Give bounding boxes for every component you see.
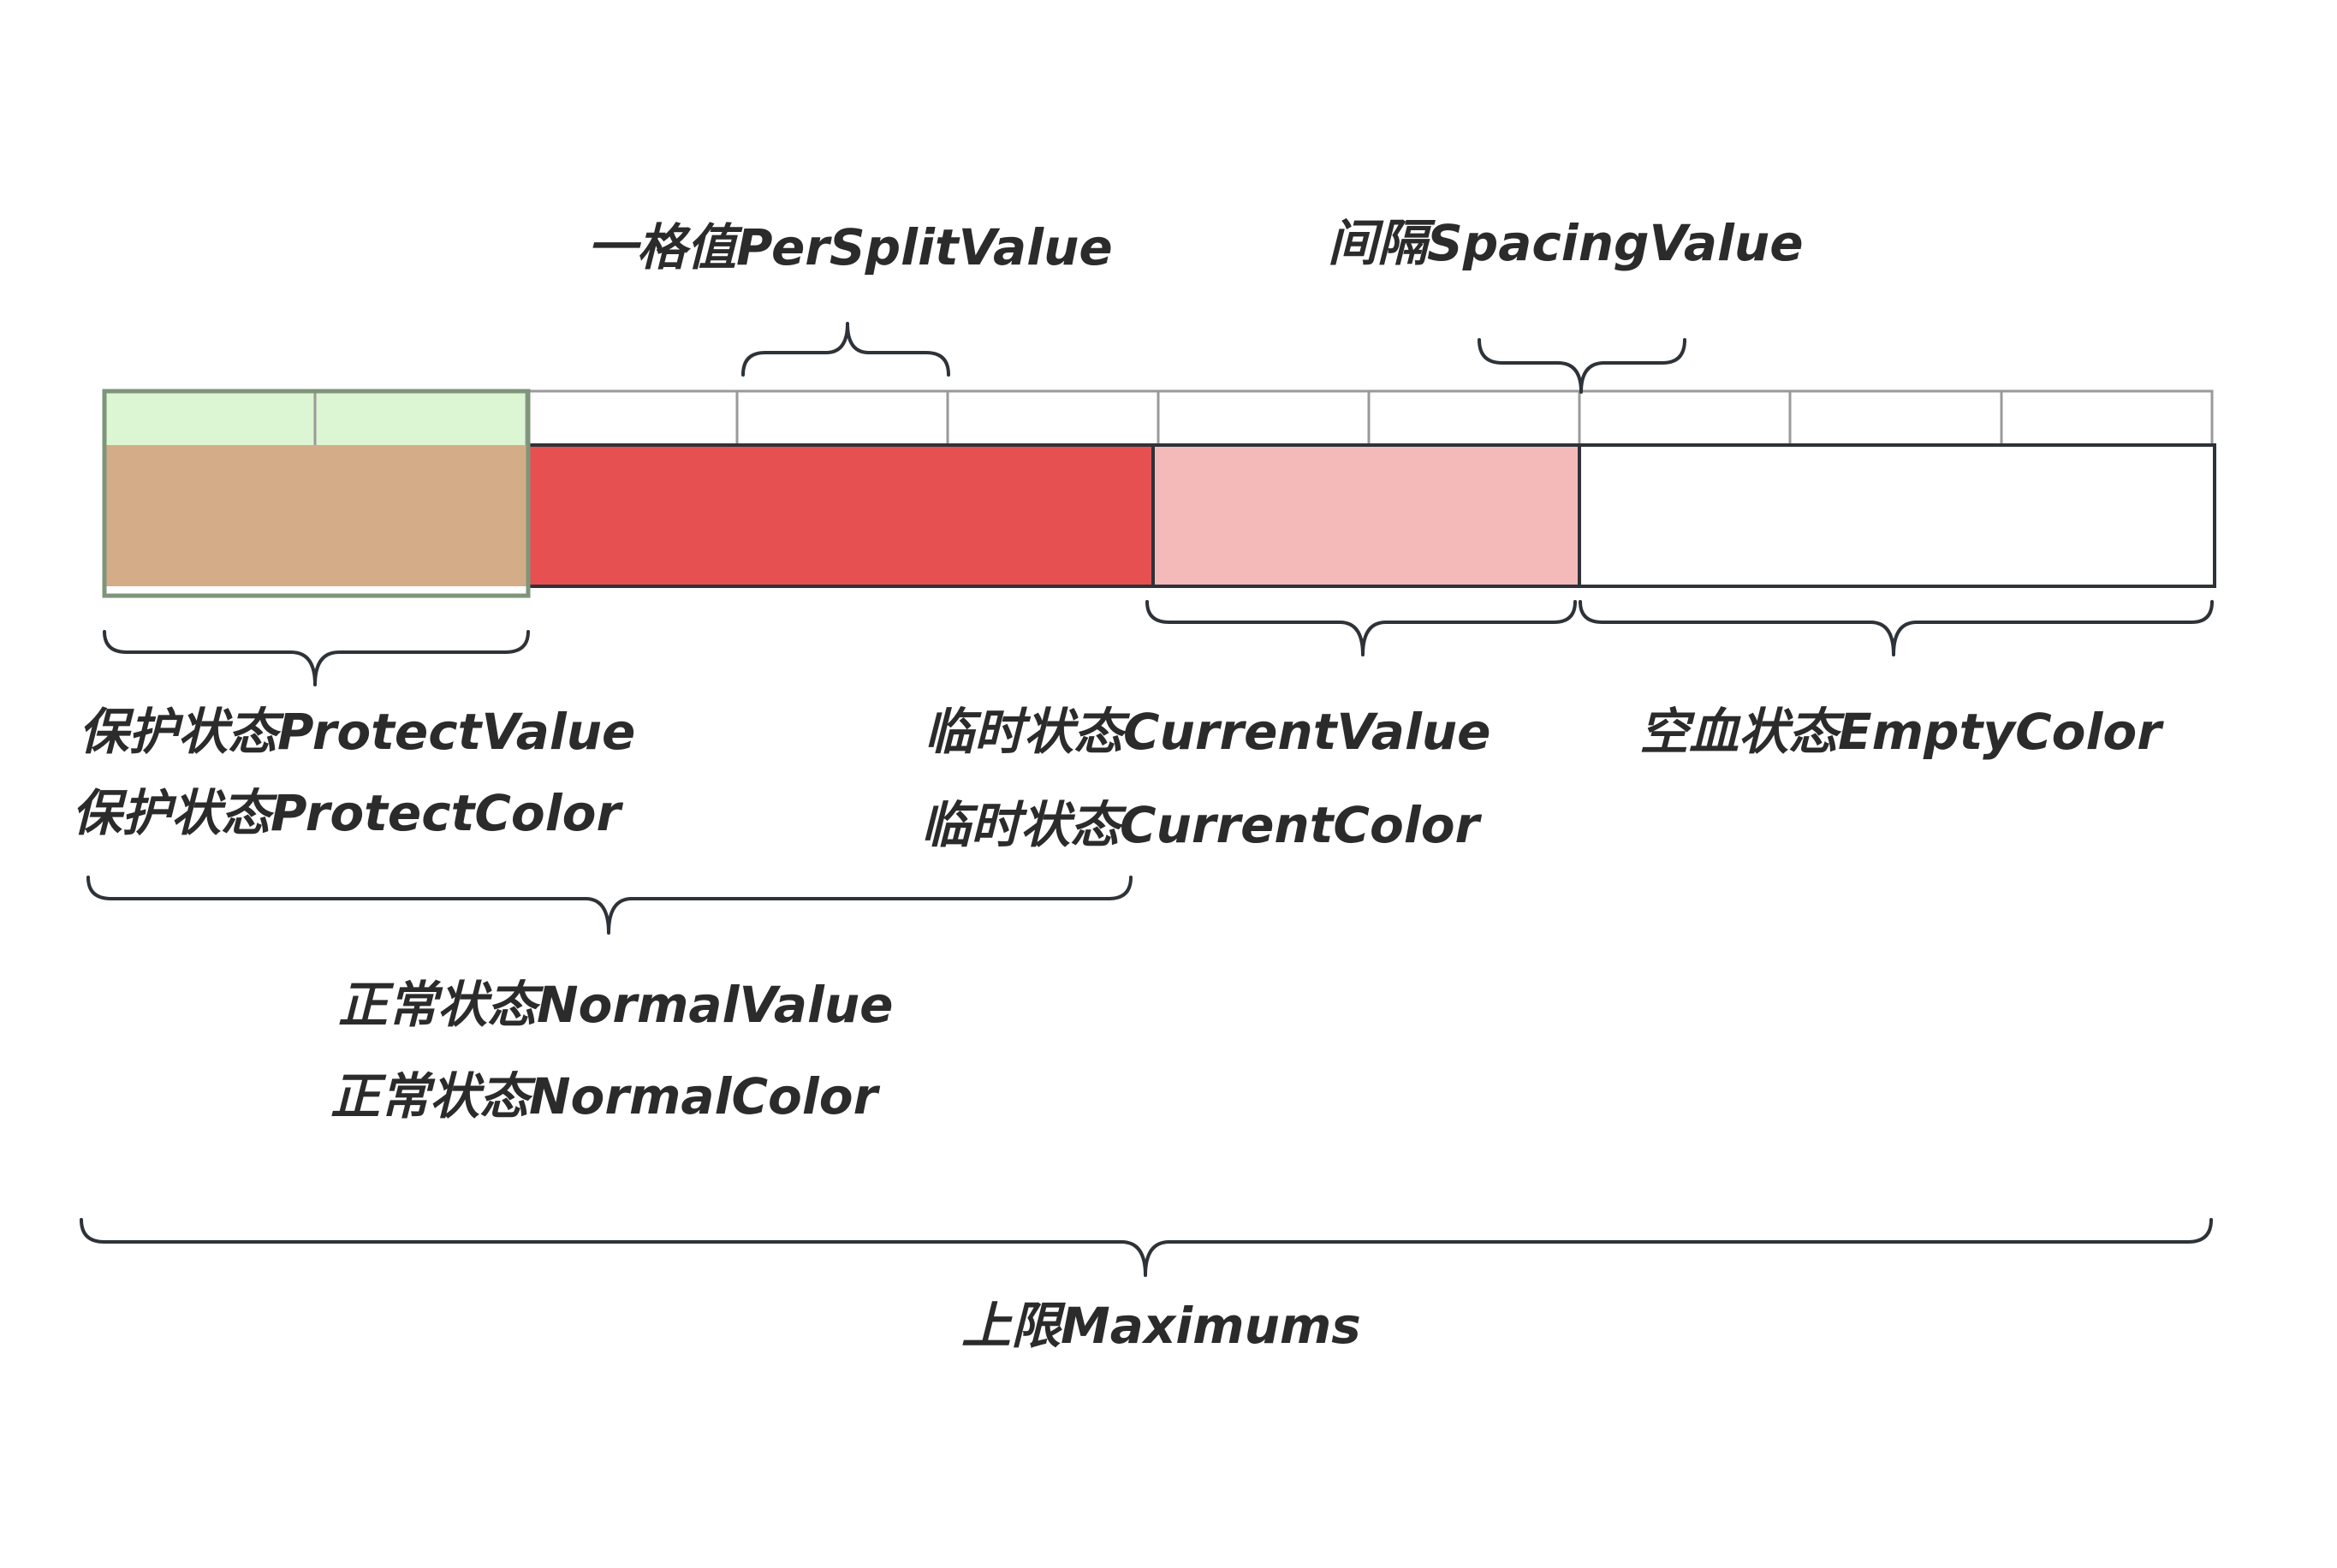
normal-segment bbox=[528, 445, 1153, 586]
per-split-brace bbox=[741, 322, 950, 377]
normal-value-label: 正常状态NormalValue bbox=[338, 976, 894, 1034]
per-split-value-label: 一格值PerSplitValue bbox=[587, 218, 1113, 276]
split-grid bbox=[103, 389, 2214, 447]
empty-segment bbox=[1579, 445, 2215, 586]
empty-brace bbox=[1579, 600, 2214, 656]
current-segment bbox=[1153, 445, 1579, 586]
current-color-label: 临时状态CurrentColor bbox=[921, 796, 1480, 854]
protect-region-border bbox=[102, 389, 531, 598]
maximums-brace bbox=[80, 1218, 2213, 1277]
normal-brace bbox=[86, 876, 1133, 935]
protect-brace bbox=[103, 630, 530, 686]
spacing-brace bbox=[1478, 338, 1686, 394]
protect-segment bbox=[104, 445, 528, 586]
protect-value-label: 保护状态ProtectValue bbox=[79, 703, 636, 761]
health-bar bbox=[102, 389, 2216, 598]
braces bbox=[80, 322, 2214, 1277]
spacing-value-label: 间隔SpacingValue bbox=[1328, 214, 1804, 272]
normal-color-label: 正常状态NormalColor bbox=[330, 1067, 878, 1126]
protect-color-label: 保护状态ProtectColor bbox=[72, 784, 621, 842]
empty-color-label: 空血状态EmptyColor bbox=[1639, 703, 2162, 761]
current-brace bbox=[1145, 600, 1577, 656]
current-value-label: 临时状态CurrentValue bbox=[925, 703, 1491, 761]
maximums-label: 上限Maximums bbox=[961, 1297, 1361, 1355]
